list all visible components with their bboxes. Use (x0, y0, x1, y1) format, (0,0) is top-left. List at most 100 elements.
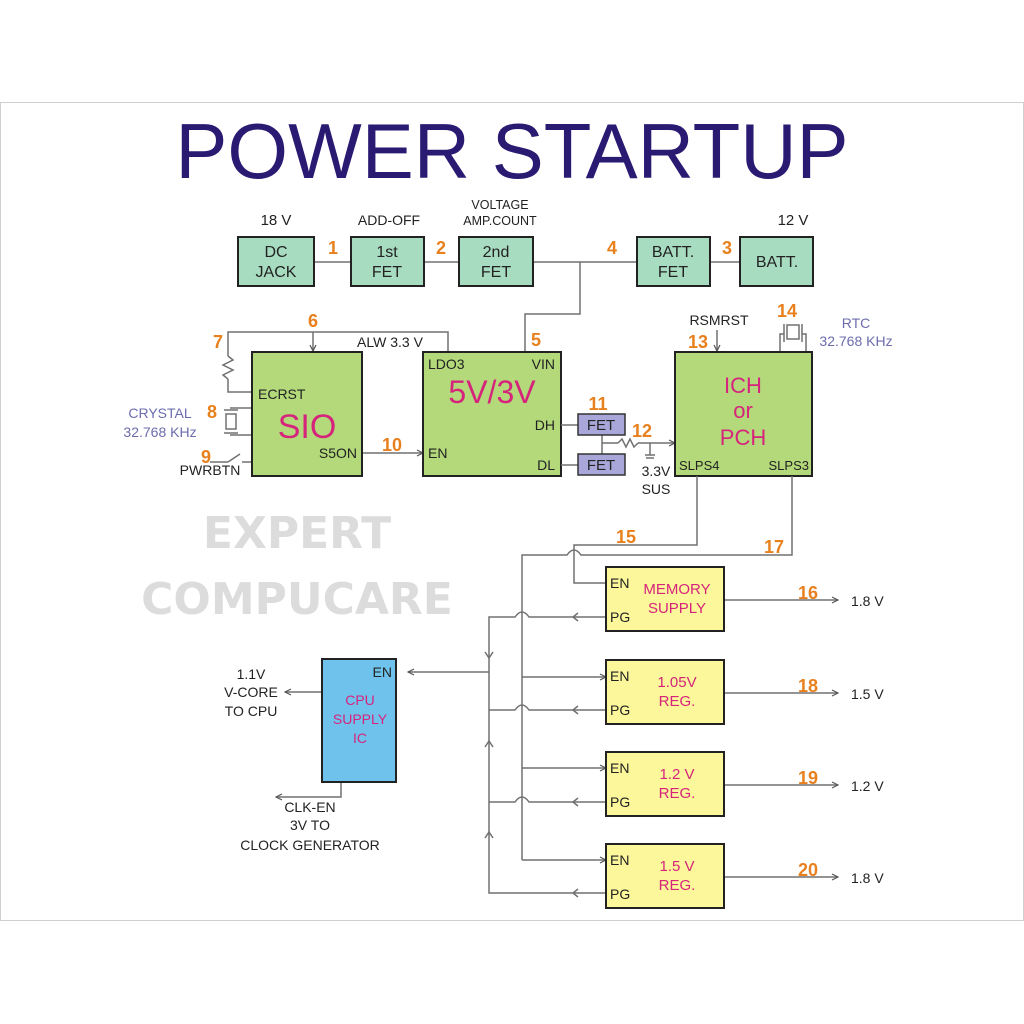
sio-chip: ECRST SIO S5ON (251, 351, 363, 477)
pin-dl: DL (537, 457, 555, 473)
watermark-line-2: COMPUCARE (141, 574, 453, 625)
supply-output-voltage: 1.5 V (851, 686, 884, 702)
step-12: 12 (632, 421, 652, 441)
first-fet-label-1: 1st (376, 244, 398, 261)
pch-wires (717, 324, 807, 352)
step-5: 5 (531, 330, 541, 350)
batt-fet-label-1: BATT. (652, 244, 694, 261)
first-fet-block: 1st FET ADD-OFF (350, 212, 425, 287)
vcore-label-1: 1.1V (237, 666, 266, 682)
enable-bus-wires (408, 476, 793, 898)
step-14: 14 (777, 301, 797, 321)
battery-block: BATT. 12 V (739, 212, 814, 287)
pin-en: EN (428, 445, 447, 461)
second-fet-caption-2: AMP.COUNT (463, 214, 537, 228)
supply-output-voltage: 1.8 V (851, 870, 884, 886)
supply-step-number: 18 (798, 676, 818, 696)
step-13: 13 (688, 332, 708, 352)
cpu-supply-ic: EN CPU SUPPLY IC (321, 658, 397, 783)
second-fet-label-1: 2nd (483, 244, 510, 261)
regulator-5v3v-label: 5V/3V (448, 374, 536, 410)
supply-output-voltage: 1.8 V (851, 593, 884, 609)
supply-output-voltage: 1.2 V (851, 778, 884, 794)
clk-en-label-3: CLOCK GENERATOR (240, 837, 380, 853)
supply-label-1: MEMORY (643, 581, 710, 598)
step-4: 4 (607, 238, 617, 258)
first-fet-label-2: FET (372, 264, 402, 281)
regulator-5v3v-chip: LDO3 VIN 5V/3V DH EN DL (422, 351, 562, 477)
battery-label: BATT. (756, 254, 798, 271)
step-3: 3 (722, 238, 732, 258)
crystal-label-2: 32.768 KHz (123, 424, 196, 440)
sio-wires (210, 331, 449, 463)
supply-pin-pg: PG (610, 886, 630, 902)
fet-wires (561, 424, 675, 466)
supply-label-1: 1.5 V (659, 858, 694, 875)
supply-step-number: 16 (798, 583, 818, 603)
supply-label-1: 1.05V (657, 674, 696, 691)
supply-box (605, 566, 725, 632)
supply-label-2: REG. (659, 877, 696, 894)
fet-low-side: FET (577, 453, 626, 476)
first-fet-caption: ADD-OFF (358, 212, 420, 228)
sus-3v3-label-1: 3.3V (642, 463, 671, 479)
second-fet-caption-1: VOLTAGE (471, 198, 528, 212)
second-fet-label-2: FET (481, 264, 511, 281)
supply-pin-pg: PG (610, 794, 630, 810)
supply-label-2: SUPPLY (648, 600, 706, 617)
step-6: 6 (308, 311, 318, 331)
step-10: 10 (382, 435, 402, 455)
watermark-line-1: EXPERT (203, 508, 391, 559)
step-1: 1 (328, 238, 338, 258)
sio-chip-label: SIO (278, 408, 337, 446)
supply-pin-pg: PG (610, 609, 630, 625)
supply-blocks: EN PG MEMORY SUPPLY 16 1.8 V EN PG 1.05V REG. 18 1.… (605, 566, 884, 909)
vcore-label-3: TO CPU (225, 703, 278, 719)
step-7: 7 (213, 332, 223, 352)
pch-chip: ICH or PCH SLPS4 SLPS3 (674, 351, 813, 477)
rtc-label-2: 32.768 KHz (819, 333, 892, 349)
pwrbtn-label: PWRBTN (180, 462, 241, 478)
step-8: 8 (207, 402, 217, 422)
crystal-label-1: CRYSTAL (128, 405, 191, 421)
pin-vin: VIN (532, 356, 555, 372)
supply-label-1: 1.2 V (659, 766, 694, 783)
supply-pin-en: EN (610, 668, 629, 684)
supply-step-number: 20 (798, 860, 818, 880)
vcore-label-2: V-CORE (224, 684, 278, 700)
page-title: POWER STARTUP (175, 107, 848, 195)
pin-ldo3: LDO3 (428, 356, 465, 372)
fet-high-side: FET (577, 413, 626, 436)
rsmrst-label: RSMRST (689, 312, 749, 328)
supply-label-2: REG. (659, 693, 696, 710)
pin-dh: DH (535, 417, 555, 433)
battery-voltage: 12 V (778, 212, 809, 229)
dc-jack-label-1: DC (264, 244, 287, 261)
sus-3v3-label-2: SUS (642, 481, 671, 497)
rtc-label-1: RTC (842, 315, 871, 331)
dc-jack-block: DC JACK 18 V (237, 212, 315, 287)
supply-step-number: 19 (798, 768, 818, 788)
top-row-wires (315, 261, 740, 352)
supply-pin-en: EN (610, 575, 629, 591)
sio-pin-ecrst: ECRST (258, 386, 306, 402)
pch-label-2: or (733, 398, 753, 423)
supply-pin-en: EN (610, 852, 629, 868)
cpu-pin-en: EN (373, 664, 392, 680)
supply-block: EN PG MEMORY SUPPLY 16 1.8 V (605, 566, 884, 632)
supply-pin-pg: PG (610, 702, 630, 718)
batt-fet-block: BATT. FET (636, 236, 711, 287)
step-11: 11 (588, 394, 607, 414)
pch-label-3: PCH (720, 425, 766, 450)
step-17: 17 (764, 537, 784, 557)
fet-low-label: FET (587, 457, 615, 474)
step-15: 15 (616, 527, 636, 547)
pch-label-1: ICH (724, 373, 762, 398)
pin-slps3: SLPS3 (769, 458, 809, 473)
cpu-supply-label-3: IC (353, 730, 367, 746)
alw-3v3-label: ALW 3.3 V (357, 334, 424, 350)
cpu-supply-label-2: SUPPLY (333, 711, 388, 727)
sio-pin-s5on: S5ON (319, 445, 357, 461)
